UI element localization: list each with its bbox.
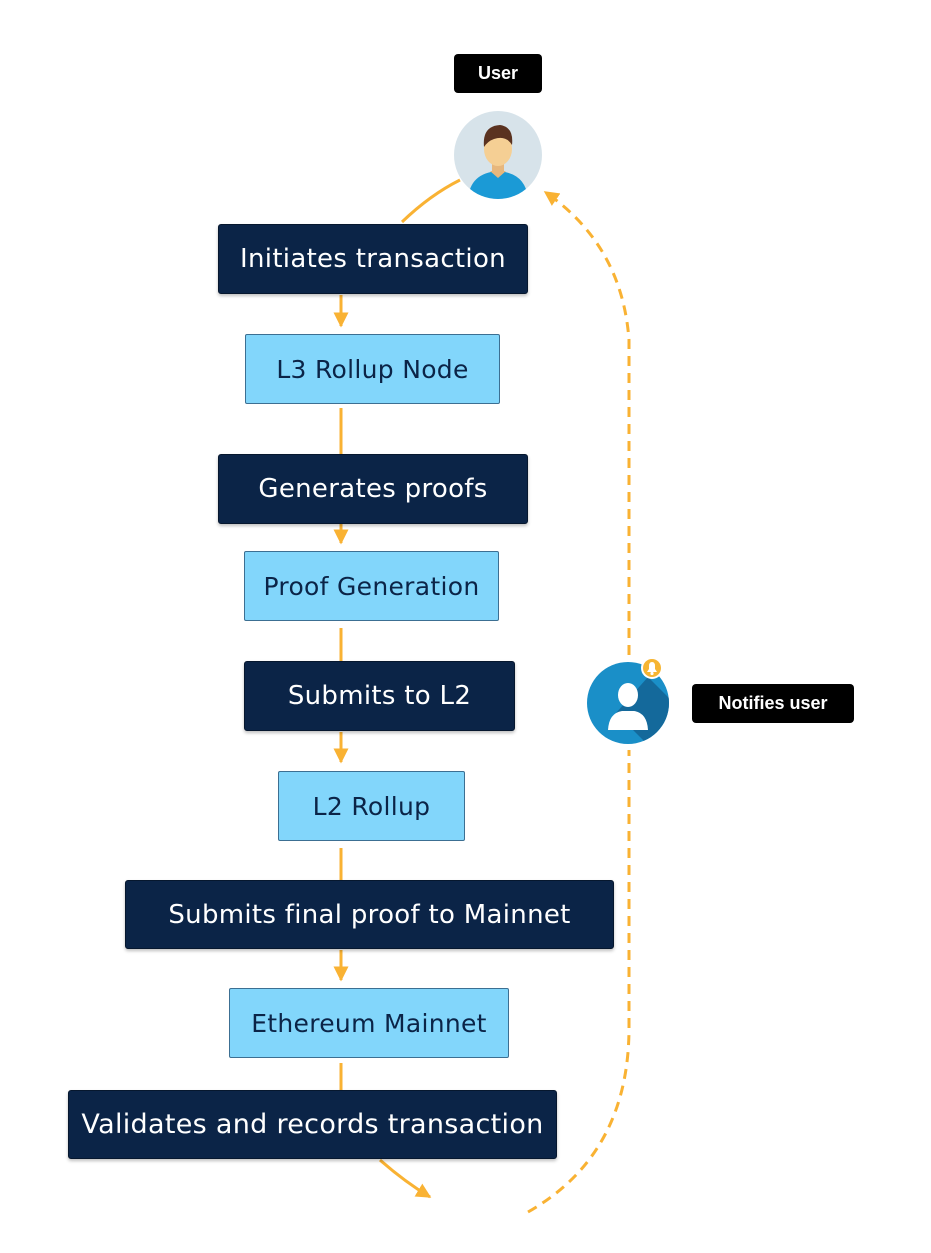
user-avatar-icon [454, 111, 542, 199]
user-tag: User [454, 54, 542, 93]
system-ethereum-mainnet: Ethereum Mainnet [229, 988, 509, 1058]
step-generates-proofs: Generates proofs [218, 454, 528, 524]
step-submits-final-proof: Submits final proof to Mainnet [125, 880, 614, 949]
dashed-return-upper [543, 190, 631, 655]
step-initiates-transaction: Initiates transaction [218, 224, 528, 294]
system-l2-rollup: L2 Rollup [278, 771, 465, 841]
connector-user-to-initiates [400, 178, 461, 224]
notifies-user-tag: Notifies user [692, 684, 854, 723]
notification-bell-user-icon [586, 655, 672, 745]
arrow-validates-out [379, 1158, 432, 1199]
system-proof-generation: Proof Generation [244, 551, 499, 621]
step-validates-records: Validates and records transaction [68, 1090, 557, 1159]
system-l3-rollup-node: L3 Rollup Node [245, 334, 500, 404]
step-submits-to-l2: Submits to L2 [244, 661, 515, 731]
